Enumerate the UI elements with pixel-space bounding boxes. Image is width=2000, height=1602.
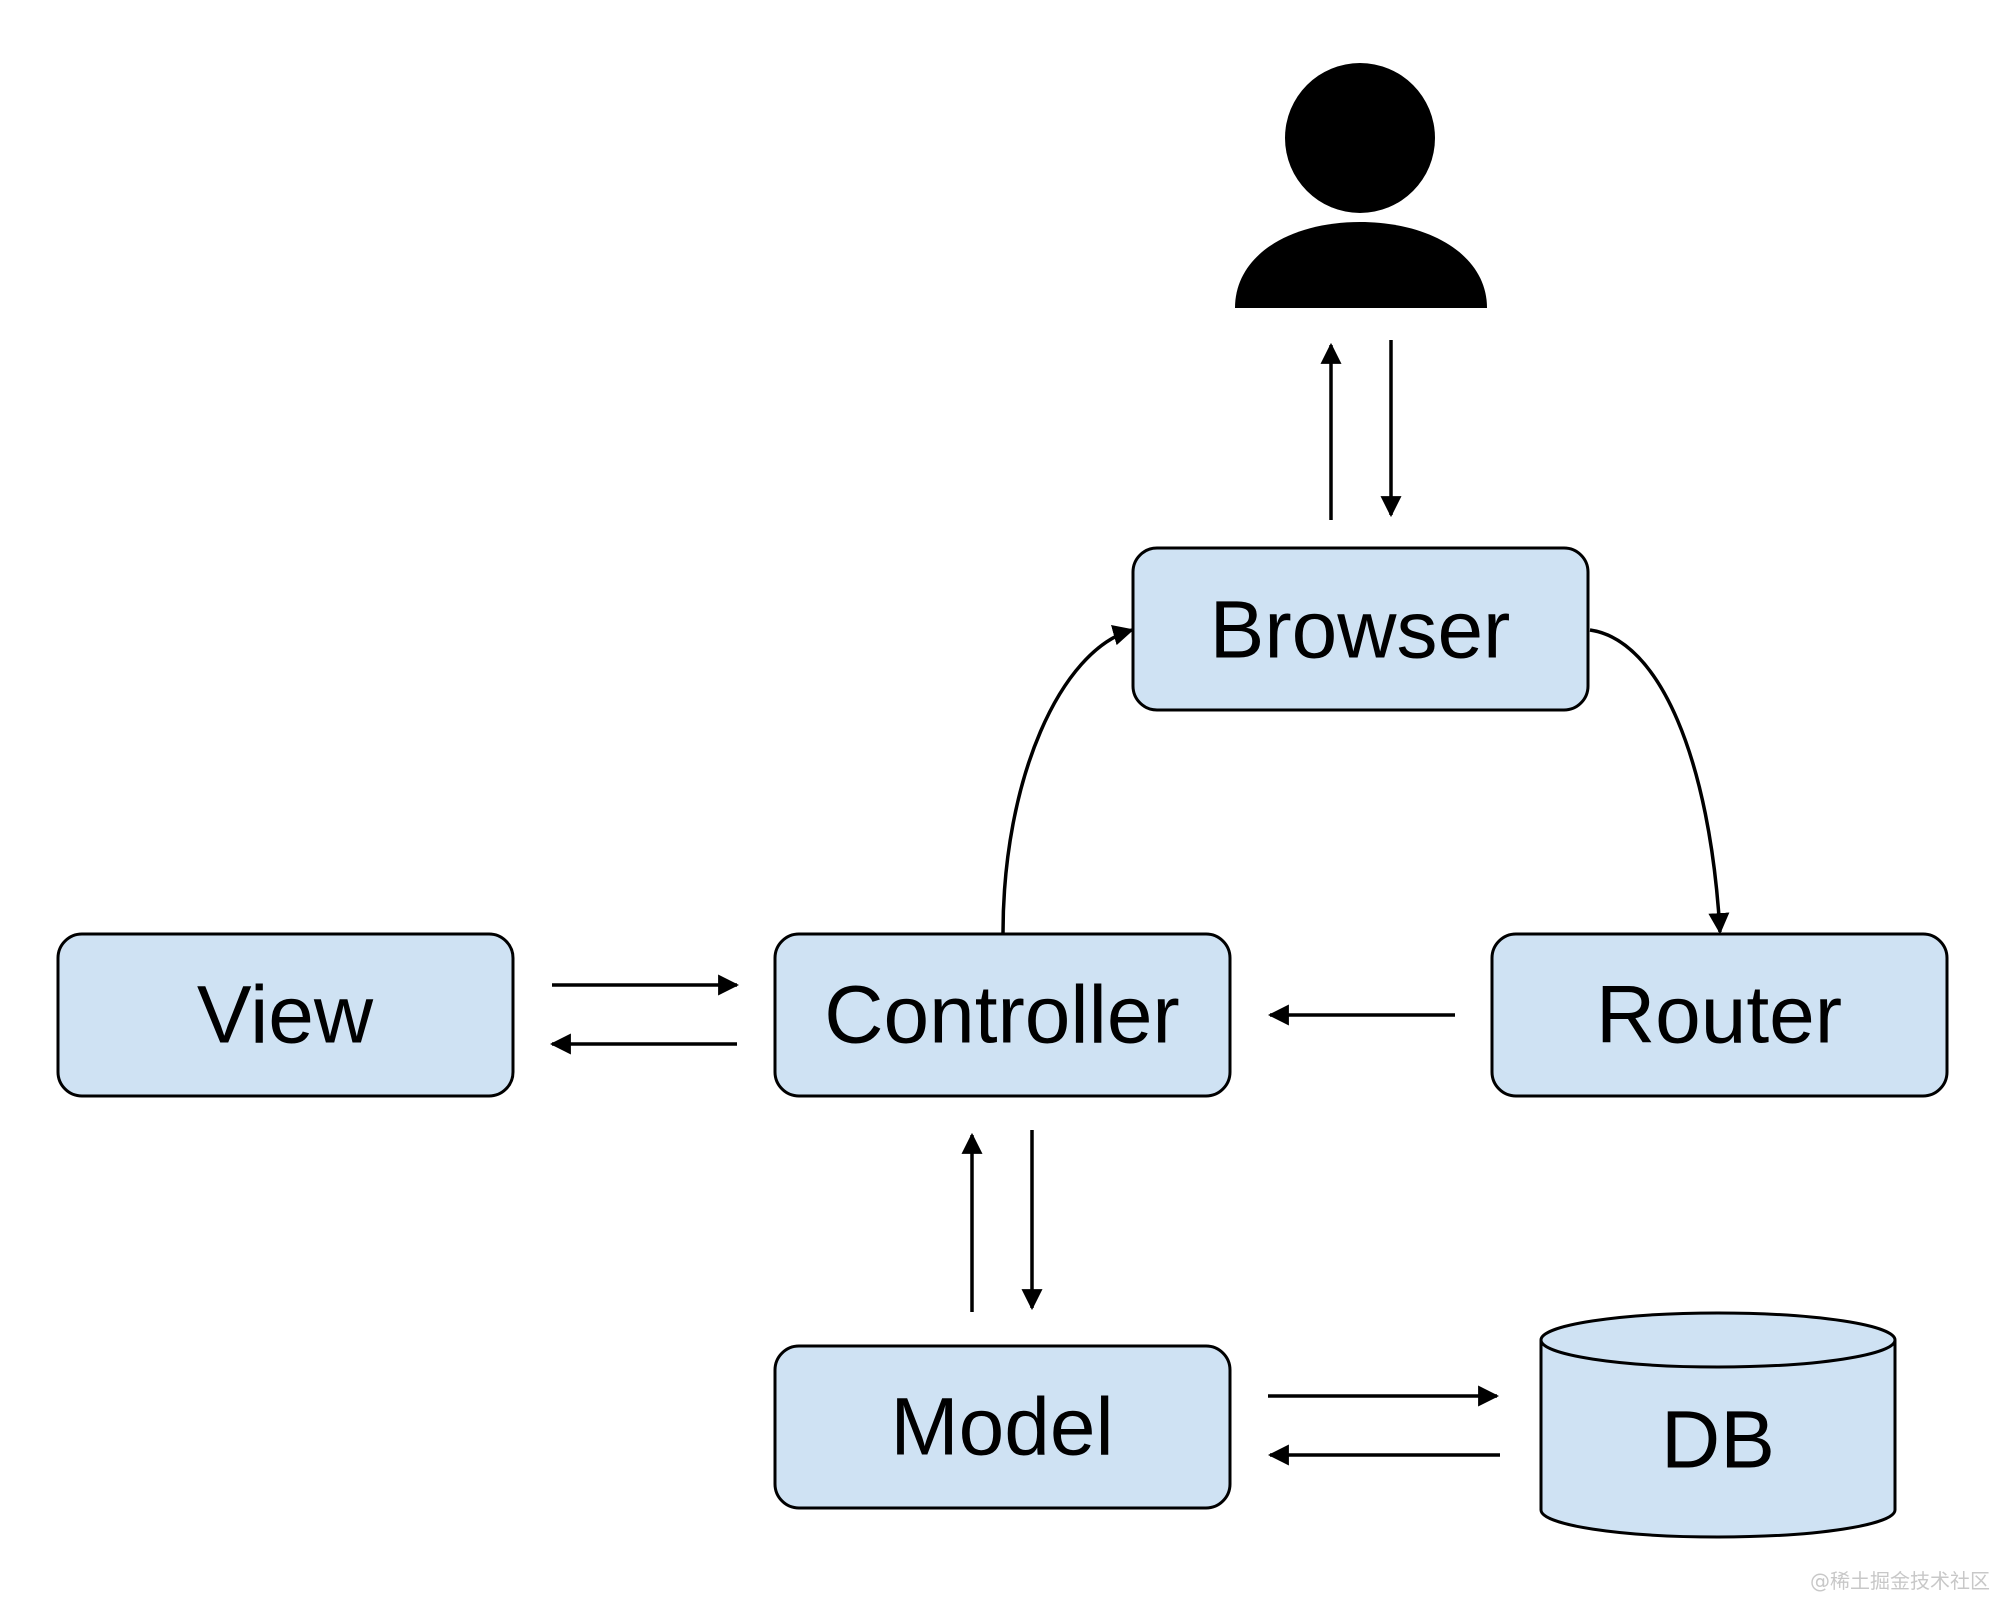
edges [549,340,1730,1466]
node-browser: Browser [1131,546,1590,712]
node-db: DB [1539,1311,1897,1539]
node-controller: Controller [773,932,1232,1098]
node-label: View [197,970,374,1061]
node-view: View [56,932,515,1098]
database-icon [1539,1340,1897,1539]
node-label: Router [1596,970,1842,1061]
node-model: Model [773,1344,1232,1510]
edge-controller-to-browser [1001,624,1135,934]
person-icon [1235,63,1487,308]
node-label: Browser [1210,585,1511,676]
node-router: Router [1490,932,1949,1098]
node-label: DB [1661,1395,1775,1486]
edge-browser-to-router [1589,628,1730,935]
watermark: @稀土掘金技术社区 [1810,1569,1990,1593]
node-label: Model [890,1382,1113,1473]
node-label: Controller [824,970,1179,1061]
